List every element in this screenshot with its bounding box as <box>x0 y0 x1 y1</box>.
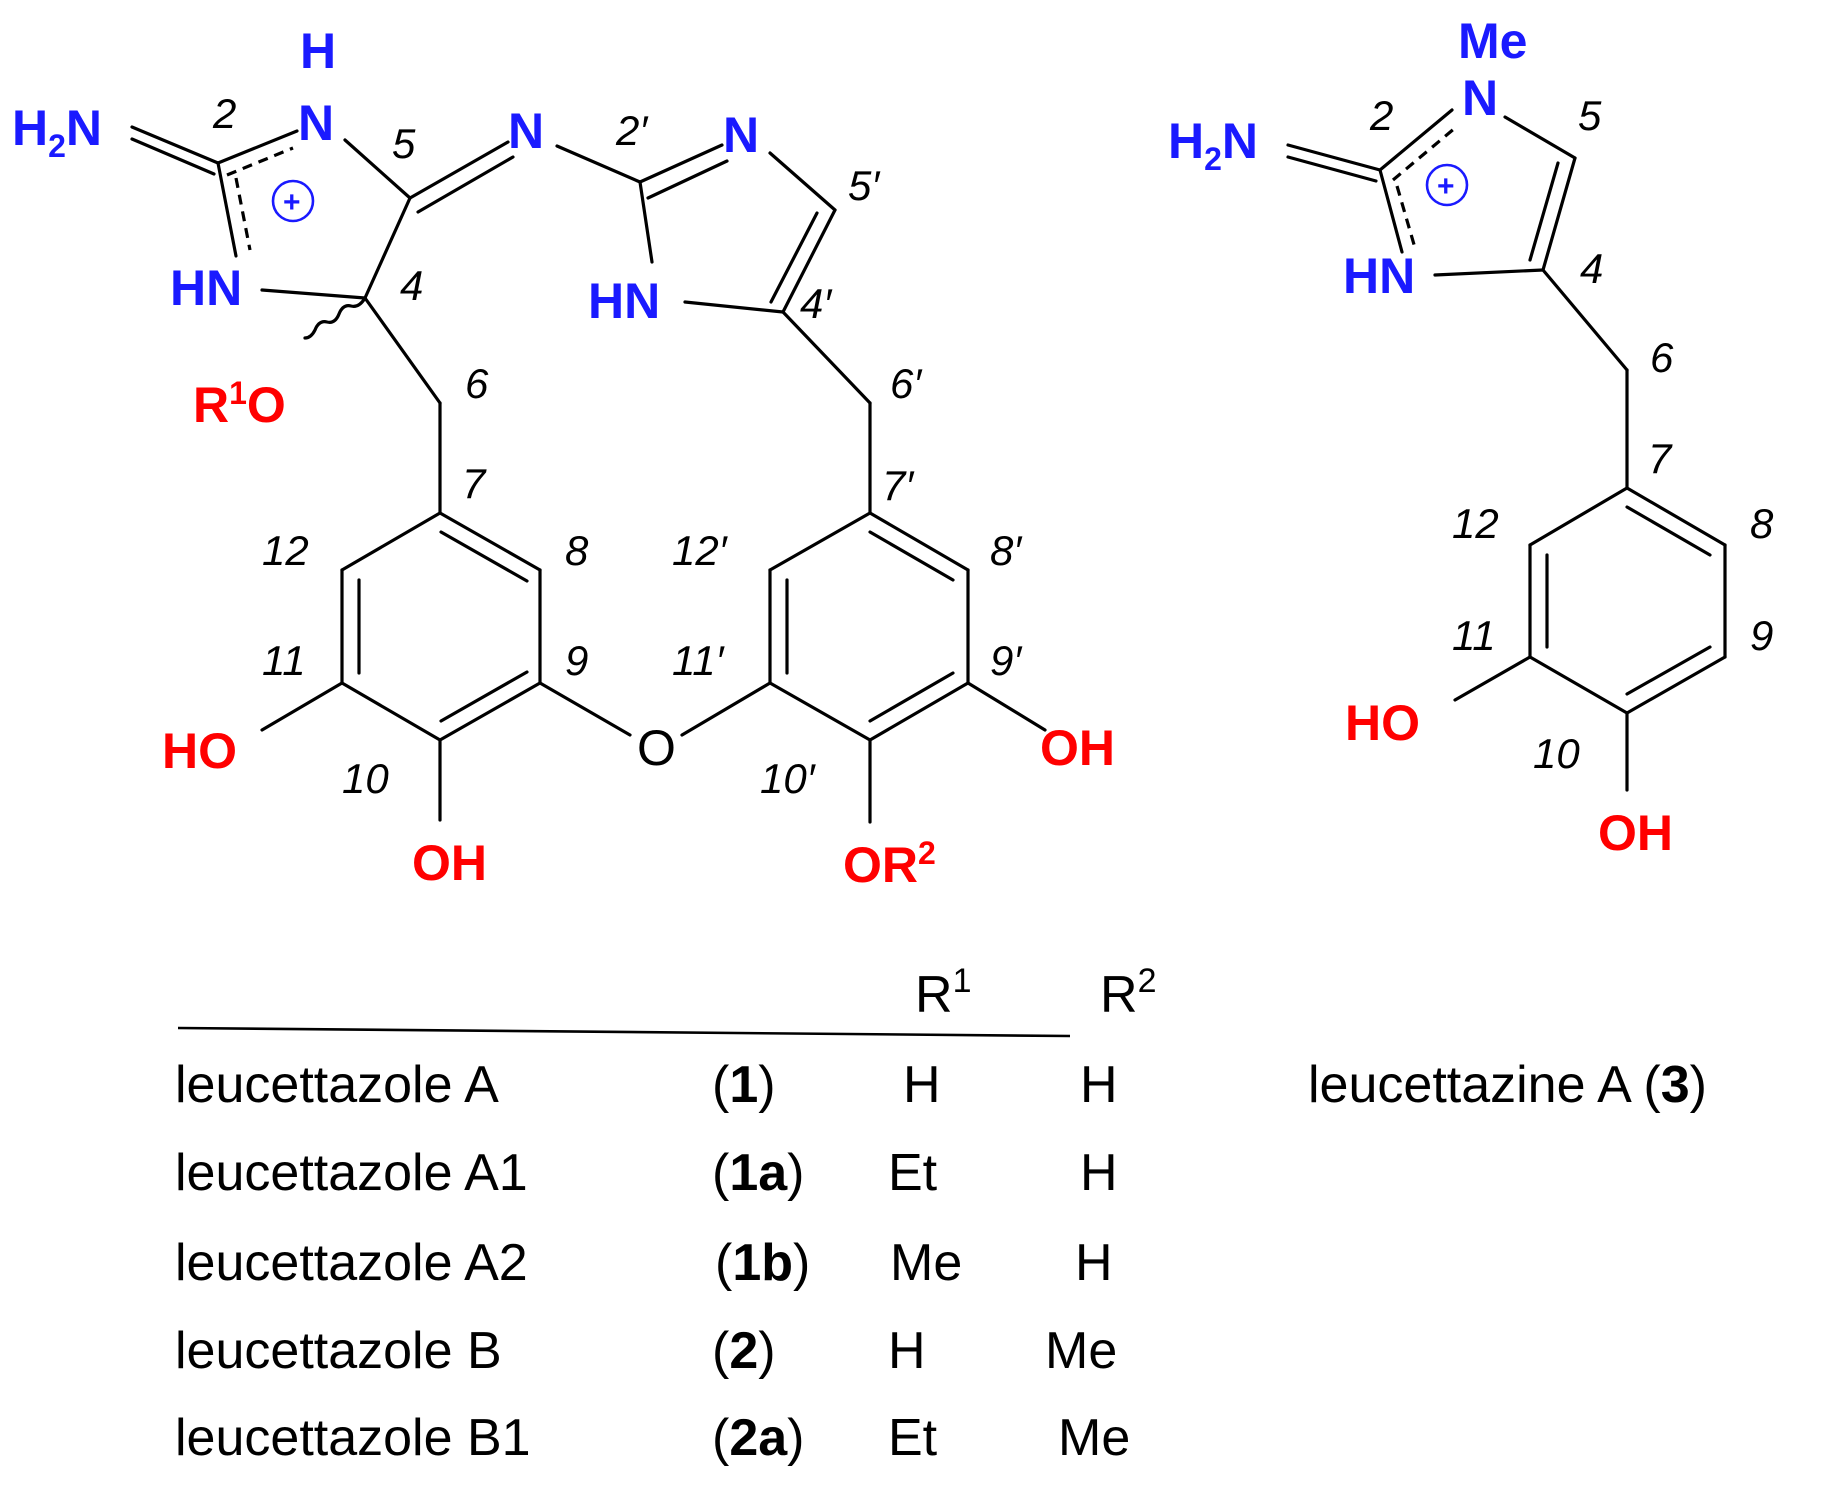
locant-4: 4 <box>400 262 423 309</box>
row-r1: H <box>903 1056 941 1114</box>
positive-charge-sign: + <box>283 186 301 219</box>
row-r1: Et <box>888 1409 938 1467</box>
r-locant-10: 10 <box>1533 730 1580 777</box>
substituent-table: R1 R2 leucettazole A (1) H H leucettazol… <box>175 962 1707 1467</box>
row-name: leucettazole A <box>175 1056 499 1114</box>
r-locant-9: 9 <box>1750 612 1773 659</box>
locant-5-prime: 5′ <box>848 162 881 209</box>
left-structure-atoms: H2N H N HN N N HN + R1O HO OH O OH OR2 <box>12 23 1115 893</box>
row-r1: H <box>888 1322 926 1380</box>
locant-11: 11 <box>262 637 306 684</box>
r-locant-7: 7 <box>1648 435 1673 482</box>
r-locant-5: 5 <box>1578 92 1602 139</box>
locant-9-prime: 9′ <box>990 637 1023 684</box>
locant-11-prime: 11′ <box>672 637 726 684</box>
ho-left-label: HO <box>162 723 237 779</box>
table-row: leucettazole B1 (2a) Et Me <box>175 1409 1130 1467</box>
r-locant-6: 6 <box>1650 334 1674 381</box>
table-row: leucettazole A (1) H H <box>175 1056 1118 1114</box>
row-compound-id: (2) <box>712 1322 776 1380</box>
r-locant-11: 11 <box>1452 612 1496 659</box>
locant-6: 6 <box>465 360 489 407</box>
locant-4-prime: 4′ <box>800 280 833 327</box>
r-locant-12: 12 <box>1452 500 1499 547</box>
imidazole-nitrogen-label: N <box>723 107 759 163</box>
positive-charge-sign-right: + <box>1437 170 1455 203</box>
table-row: leucettazole A1 (1a) Et H <box>175 1144 1118 1202</box>
r1o-label: R1O <box>193 375 286 433</box>
left-structure-bonds <box>130 125 1047 824</box>
ho-right-label: HO <box>1345 695 1420 751</box>
locant-6-prime: 6′ <box>890 360 923 407</box>
row-name: leucettazole A2 <box>175 1234 528 1292</box>
locant-9: 9 <box>565 637 588 684</box>
row-name: leucettazole B <box>175 1322 502 1380</box>
amino-group-label: H2N <box>12 100 102 164</box>
nh-nitrogen-label: N <box>298 95 334 151</box>
locant-8-prime: 8′ <box>990 527 1023 574</box>
right-structure-bonds <box>1286 108 1727 792</box>
amino-group-label-right: H2N <box>1168 113 1258 177</box>
positive-charge-icon <box>271 179 315 223</box>
locant-7-prime: 7′ <box>882 462 915 509</box>
row-r2: Me <box>1058 1409 1130 1467</box>
row-r1: Et <box>888 1144 938 1202</box>
table-row: leucettazole B (2) H Me <box>175 1322 1117 1380</box>
row-compound-id: (1b) <box>715 1234 810 1292</box>
left-structure-locants: 2 5 2′ 5′ 4 4′ 6 6′ 7 7′ 12 8 12′ 8′ 11 … <box>212 90 1023 802</box>
oh-right-bottom-label: OH <box>1598 805 1673 861</box>
oh-right-label: OH <box>1040 720 1115 776</box>
locant-12-prime: 12′ <box>672 527 729 574</box>
r-locant-4: 4 <box>1580 245 1603 292</box>
locant-8: 8 <box>565 527 589 574</box>
or2-label: OR2 <box>843 835 936 893</box>
locant-2-prime: 2′ <box>615 107 649 154</box>
methyl-nitrogen-label: N <box>1462 70 1498 126</box>
table-row: leucettazole A2 (1b) Me H <box>175 1234 1113 1292</box>
imidazole-hn-label: HN <box>588 273 660 329</box>
nh-hydrogen-label: H <box>300 23 336 79</box>
row-compound-id: (1a) <box>712 1144 805 1202</box>
row-name: leucettazole A1 <box>175 1144 528 1202</box>
positive-charge-icon-right <box>1425 163 1469 207</box>
row-r2: H <box>1080 1144 1118 1202</box>
locant-5: 5 <box>392 120 416 167</box>
locant-12: 12 <box>262 527 309 574</box>
locant-10-prime: 10′ <box>760 755 817 802</box>
row-name: leucettazole B1 <box>175 1409 531 1467</box>
r-locant-8: 8 <box>1750 500 1774 547</box>
locant-10: 10 <box>342 755 389 802</box>
ether-oxygen-label: O <box>637 720 676 776</box>
table-header-r2: R2 <box>1100 962 1156 1024</box>
r-locant-2: 2 <box>1369 92 1393 139</box>
oh-bottom-label: OH <box>412 835 487 891</box>
methyl-label: Me <box>1458 13 1527 69</box>
row-r2: H <box>1080 1056 1118 1114</box>
locant-2: 2 <box>212 90 236 137</box>
row-compound-id: (2a) <box>712 1409 805 1467</box>
leucettazine-label: leucettazine A (3) <box>1308 1056 1707 1114</box>
hn-left-label: HN <box>170 260 242 316</box>
row-r2: H <box>1075 1234 1113 1292</box>
right-structure-atoms: Me N H2N HN + HO OH <box>1168 13 1673 861</box>
row-r2: Me <box>1045 1322 1117 1380</box>
row-compound-id: (1) <box>712 1056 776 1114</box>
bridge-nitrogen-label: N <box>508 103 544 159</box>
right-structure-locants: 2 5 4 6 7 12 8 11 9 10 <box>1369 92 1774 777</box>
table-header-rule <box>177 1026 1071 1038</box>
locant-7: 7 <box>462 460 487 507</box>
table-header-r1: R1 <box>915 962 971 1024</box>
hn-right-label: HN <box>1343 248 1415 304</box>
row-r1: Me <box>890 1234 962 1292</box>
